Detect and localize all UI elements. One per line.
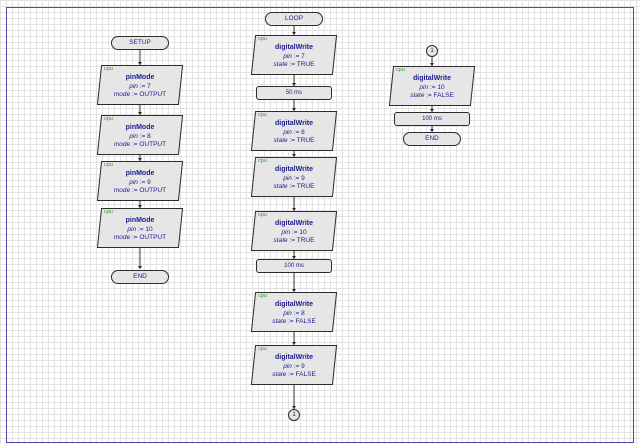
loop-start-terminal[interactable]: LOOP <box>265 12 323 26</box>
arg-line: state := TRUE <box>273 61 315 68</box>
cpu-tag: cpu <box>258 36 267 42</box>
setup-block-pinmode-10[interactable]: cpu pinMode pin := 10 mode := OUTPUT <box>95 208 185 248</box>
setup-block-pinmode-9[interactable]: cpu pinMode pin := 9 mode := OUTPUT <box>95 161 185 201</box>
arg-line: pin := 7 <box>283 53 305 60</box>
arrow-head <box>292 342 296 345</box>
arg-line: state := FALSE <box>272 318 316 325</box>
cpu-tag: cpu <box>258 112 267 118</box>
function-name: digitalWrite <box>275 301 313 308</box>
arrow-head <box>292 406 296 409</box>
arrow-head <box>430 63 434 66</box>
function-name: digitalWrite <box>275 220 313 227</box>
cpu-tag: cpu <box>104 116 113 122</box>
cpu-tag: cpu <box>258 212 267 218</box>
loop-block-write-9-false[interactable]: cpu digitalWrite pin := 9 state := FALSE <box>249 345 339 385</box>
arg-line: pin := 7 <box>129 83 151 90</box>
loop-off-page-connector[interactable]: 1 <box>288 409 300 421</box>
cpu-tag: cpu <box>104 209 113 215</box>
arg-line: pin := 8 <box>283 310 305 317</box>
arg-line: mode := OUTPUT <box>113 187 167 194</box>
arg-line: state := FALSE <box>272 371 316 378</box>
arg-line: pin := 9 <box>129 179 151 186</box>
function-name: pinMode <box>125 217 155 224</box>
arrow-head <box>138 62 142 65</box>
cont-block-write-10-false[interactable]: cpu digitalWrite pin := 10 state := FALS… <box>387 66 477 106</box>
arrow-head <box>138 205 142 208</box>
arrow-head <box>292 108 296 111</box>
arg-line: mode := OUTPUT <box>113 91 167 98</box>
arg-line: pin := 10 <box>127 226 153 233</box>
arrow-head <box>292 289 296 292</box>
arg-line: mode := OUTPUT <box>113 234 167 241</box>
loop-delay-1[interactable]: 50 ms <box>256 86 332 100</box>
function-name: pinMode <box>125 170 155 177</box>
arrow-head <box>430 109 434 112</box>
cont-delay[interactable]: 100 ms <box>394 112 470 126</box>
arg-line: mode := OUTPUT <box>113 141 167 148</box>
arg-line: state := TRUE <box>273 183 315 190</box>
setup-start-terminal[interactable]: SETUP <box>111 36 169 50</box>
arrow-head <box>292 154 296 157</box>
function-name: digitalWrite <box>275 44 313 51</box>
cpu-tag: cpu <box>258 346 267 352</box>
arrow-head <box>292 208 296 211</box>
canvas-frame <box>6 7 634 443</box>
cont-end-terminal[interactable]: END <box>403 132 461 146</box>
setup-block-pinmode-8[interactable]: cpu pinMode pin := 8 mode := OUTPUT <box>95 115 185 155</box>
function-name: digitalWrite <box>275 120 313 127</box>
setup-end-terminal[interactable]: END <box>111 270 169 284</box>
cont-on-page-connector[interactable]: 1 <box>426 45 438 57</box>
arg-line: state := TRUE <box>273 137 315 144</box>
arrow-head <box>292 83 296 86</box>
arg-line: pin := 9 <box>283 175 305 182</box>
arg-line: pin := 8 <box>283 129 305 136</box>
loop-block-write-8-false[interactable]: cpu digitalWrite pin := 8 state := FALSE <box>249 292 339 332</box>
function-name: digitalWrite <box>413 75 451 82</box>
function-name: digitalWrite <box>275 166 313 173</box>
arg-line: pin := 8 <box>129 133 151 140</box>
arg-line: state := TRUE <box>273 237 315 244</box>
arg-line: pin := 10 <box>281 229 307 236</box>
cpu-tag: cpu <box>104 66 113 72</box>
setup-block-pinmode-7[interactable]: cpu pinMode pin := 7 mode := OUTPUT <box>95 65 185 105</box>
cpu-tag: cpu <box>104 162 113 168</box>
function-name: pinMode <box>125 124 155 131</box>
arrow-head <box>138 158 142 161</box>
arrow-head <box>430 129 434 132</box>
arrow-head <box>138 112 142 115</box>
arrow-head <box>138 266 142 269</box>
arg-line: pin := 10 <box>419 84 445 91</box>
function-name: pinMode <box>125 74 155 81</box>
function-name: digitalWrite <box>275 354 313 361</box>
loop-block-write-7-true[interactable]: cpu digitalWrite pin := 7 state := TRUE <box>249 35 339 75</box>
loop-block-write-8-true[interactable]: cpu digitalWrite pin := 8 state := TRUE <box>249 111 339 151</box>
loop-delay-2[interactable]: 100 ms <box>256 259 332 273</box>
arg-line: state := FALSE <box>410 92 454 99</box>
cpu-tag: cpu <box>258 293 267 299</box>
cpu-tag: cpu <box>258 158 267 164</box>
loop-block-write-10-true[interactable]: cpu digitalWrite pin := 10 state := TRUE <box>249 211 339 251</box>
loop-block-write-9-true[interactable]: cpu digitalWrite pin := 9 state := TRUE <box>249 157 339 197</box>
cpu-tag: cpu <box>396 67 405 73</box>
arg-line: pin := 9 <box>283 363 305 370</box>
arrow-head <box>292 32 296 35</box>
arrow-head <box>292 256 296 259</box>
